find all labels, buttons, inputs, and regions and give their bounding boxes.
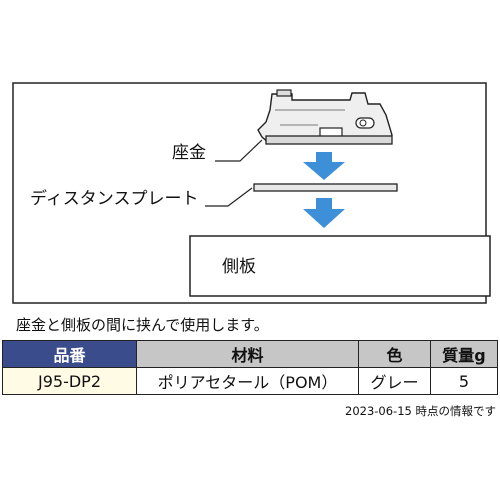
washer-leader-line	[215, 139, 263, 162]
side-panel	[189, 235, 491, 297]
plate-leader-line	[205, 187, 253, 207]
header-material: 材料	[136, 340, 359, 368]
assembly-diagram	[12, 82, 491, 304]
distance-plate-label: ディスタンスプレート	[30, 189, 199, 209]
info-date-footnote: 2023-06-15 時点の情報です	[345, 404, 496, 418]
washer-plate	[265, 135, 393, 145]
cell-part-number: J95-DP2	[2, 367, 137, 395]
cell-material: ポリアセタール（POM）	[136, 367, 359, 395]
header-color: 色	[358, 340, 431, 368]
distance-plate	[253, 183, 398, 192]
usage-caption: 座金と側板の間に挟んで使用します。	[16, 316, 269, 334]
header-weight: 質量g	[430, 340, 498, 368]
washer-hinge-illustration	[257, 89, 393, 145]
spec-table: 品番 材料 色 質量g J95-DP2 ポリアセタール（POM） グレー 5	[2, 340, 498, 395]
cell-color: グレー	[358, 367, 431, 395]
table-row: J95-DP2 ポリアセタール（POM） グレー 5	[2, 367, 498, 395]
down-arrow-2	[303, 198, 345, 228]
washer-label: 座金	[172, 143, 206, 163]
spec-table-header-row: 品番 材料 色 質量g	[2, 340, 498, 368]
down-arrow-1	[303, 152, 345, 180]
header-part-number: 品番	[2, 340, 137, 368]
cell-weight: 5	[430, 367, 498, 395]
side-panel-label: 側板	[222, 257, 256, 277]
